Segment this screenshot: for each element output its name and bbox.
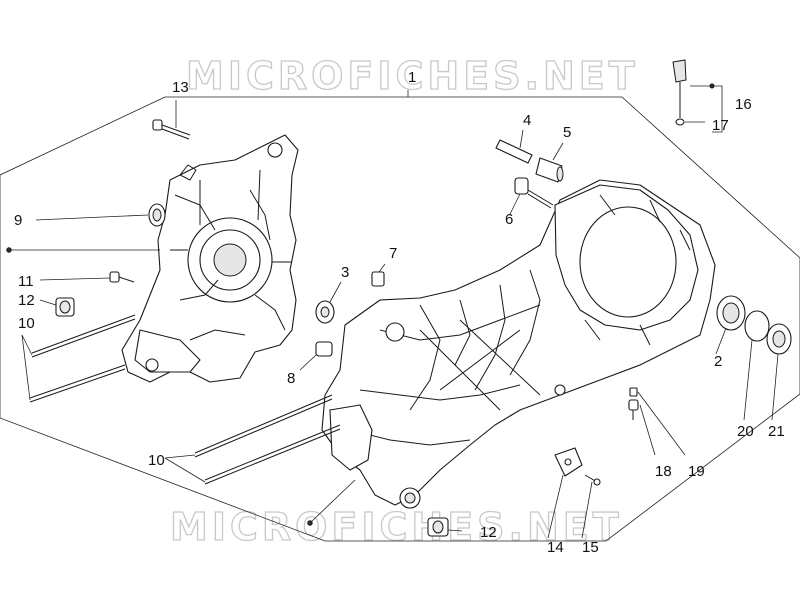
part-2-bearing: [715, 295, 746, 355]
watermark-top: MICROFICHES.NET: [185, 53, 639, 98]
callout-c12a: 12: [18, 292, 35, 309]
callout-c15: 15: [582, 539, 599, 556]
part-11-dowel-pin: [39, 271, 135, 283]
part-12-bushing-left: [39, 297, 75, 317]
callout-c3: 3: [341, 264, 349, 281]
callout-c4: 4: [523, 112, 531, 129]
callout-c20: 20: [737, 423, 754, 440]
leader-dot-bottom: [309, 479, 356, 524]
part-20-circlip: [743, 310, 770, 421]
part-16-dipstick: [672, 59, 723, 133]
part-4-pin: [495, 129, 533, 164]
callout-c9: 9: [14, 212, 22, 229]
callout-c21: 21: [768, 423, 785, 440]
part-10-studs-bottom: [164, 394, 341, 485]
watermark-bottom: MICROFICHES.NET: [169, 504, 623, 549]
callout-c13: 13: [172, 79, 189, 96]
callout-c16: 16: [735, 96, 752, 113]
leader-16-17: [690, 85, 723, 133]
part-8-bushing: [299, 341, 333, 371]
part-9-oil-seal: [35, 203, 166, 227]
right-crankcase-half: [321, 179, 716, 509]
part-7-dowel: [371, 263, 386, 287]
part-21-seal: [766, 323, 792, 421]
assembly-bracket-outline: [0, 96, 800, 542]
left-crankcase-half: [121, 134, 299, 383]
callout-c6: 6: [505, 211, 513, 228]
callout-c10b: 10: [148, 452, 165, 469]
callout-c8: 8: [287, 370, 295, 387]
callout-c18: 18: [655, 463, 672, 480]
callout-c12b: 12: [480, 524, 497, 541]
callout-c19: 19: [688, 463, 705, 480]
part-18-19-bolt: [628, 387, 686, 456]
callout-c7: 7: [389, 245, 397, 262]
marker-dot-left: [6, 247, 12, 253]
part-6-screw: [509, 177, 554, 215]
part-13-bolt: [152, 100, 191, 140]
callout-c11: 11: [18, 273, 34, 290]
callout-c5: 5: [563, 124, 571, 141]
callout-c14: 14: [547, 539, 564, 556]
part-10-studs-left: [21, 314, 136, 403]
part-14-plate: [547, 447, 583, 539]
callout-c1: 1: [408, 69, 416, 86]
part-5-sleeve: [535, 142, 564, 183]
part-15-screw: [581, 474, 601, 539]
callout-c2: 2: [714, 353, 722, 370]
callout-c17: 17: [712, 117, 729, 134]
part-3-seal: [315, 281, 342, 324]
callout-c10a: 10: [18, 315, 35, 332]
part-12-bushing-bottom: [427, 517, 463, 537]
